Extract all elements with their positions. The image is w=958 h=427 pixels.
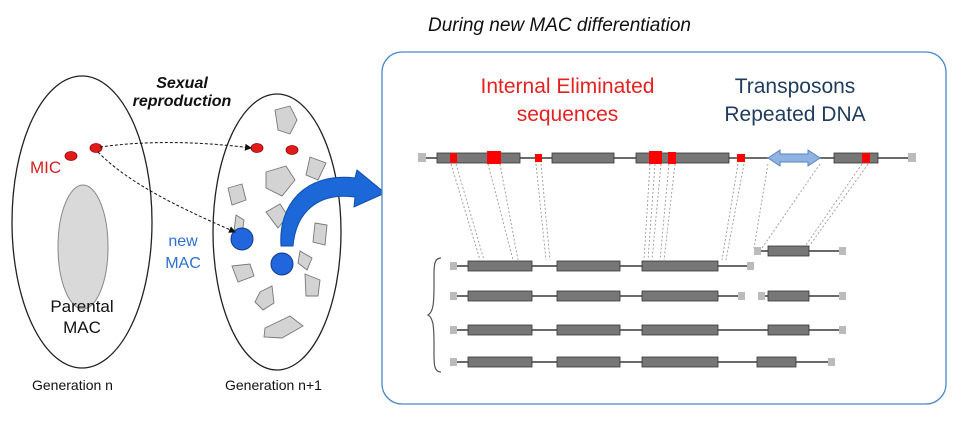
germline-chromosome bbox=[418, 149, 916, 167]
mapping-lines bbox=[450, 163, 869, 261]
parental-line-2: MAC bbox=[63, 318, 101, 338]
differentiation-panel bbox=[381, 51, 947, 405]
ies-label: Internal Eliminated sequences bbox=[455, 73, 680, 130]
parental-line-1: Parental bbox=[50, 297, 114, 316]
brace-icon bbox=[426, 257, 442, 373]
ies-segment bbox=[649, 151, 662, 164]
mic-label: MIC bbox=[30, 158, 62, 177]
transposons-line-2: Repeated DNA bbox=[724, 103, 866, 127]
new-mac-line-1: new bbox=[168, 233, 198, 250]
mic-dot bbox=[285, 145, 299, 155]
parental-mac-nucleus bbox=[57, 184, 109, 310]
new-mac-line-2: MAC bbox=[165, 255, 201, 273]
mic-dot bbox=[250, 143, 264, 153]
mic-dot bbox=[64, 151, 78, 161]
mic-dot bbox=[89, 143, 103, 153]
ies-segment bbox=[487, 151, 501, 164]
parental-mac-label: Parental MAC bbox=[36, 296, 128, 339]
panel-title: During new MAC differentiation bbox=[428, 15, 691, 36]
generation-n1-label: Generation n+1 bbox=[225, 377, 322, 393]
transposons-label: Transposons Repeated DNA bbox=[705, 73, 885, 130]
sexual-line-2: reproduction bbox=[132, 93, 232, 111]
transposons-line-1: Transposons bbox=[734, 75, 856, 98]
ies-line-1: Internal Eliminated bbox=[480, 75, 655, 98]
ies-line-2: sequences bbox=[516, 103, 619, 127]
sexual-reproduction-label: Sexual reproduction bbox=[122, 75, 242, 112]
generation-n-label: Generation n bbox=[32, 377, 113, 393]
ies-segment bbox=[450, 153, 457, 163]
new-mac-nucleus bbox=[270, 252, 294, 276]
ies-segment bbox=[737, 154, 745, 162]
dashed-arrow-icon bbox=[99, 142, 252, 151]
new-mac-nucleus bbox=[230, 227, 254, 251]
mac-chromosome-4 bbox=[450, 356, 835, 368]
mac-chromosome-3 bbox=[450, 324, 846, 336]
ies-segment bbox=[668, 152, 676, 164]
double-arrow-icon bbox=[767, 149, 821, 167]
sexual-line-1: Sexual bbox=[156, 75, 208, 92]
mac-chromosome-1 bbox=[450, 245, 846, 272]
dashed-arrow-icon bbox=[97, 151, 236, 233]
ies-segment bbox=[535, 154, 542, 162]
new-mac-label: new MAC bbox=[160, 231, 206, 276]
mac-chromosome-2 bbox=[450, 290, 846, 302]
ies-segment bbox=[862, 153, 870, 163]
